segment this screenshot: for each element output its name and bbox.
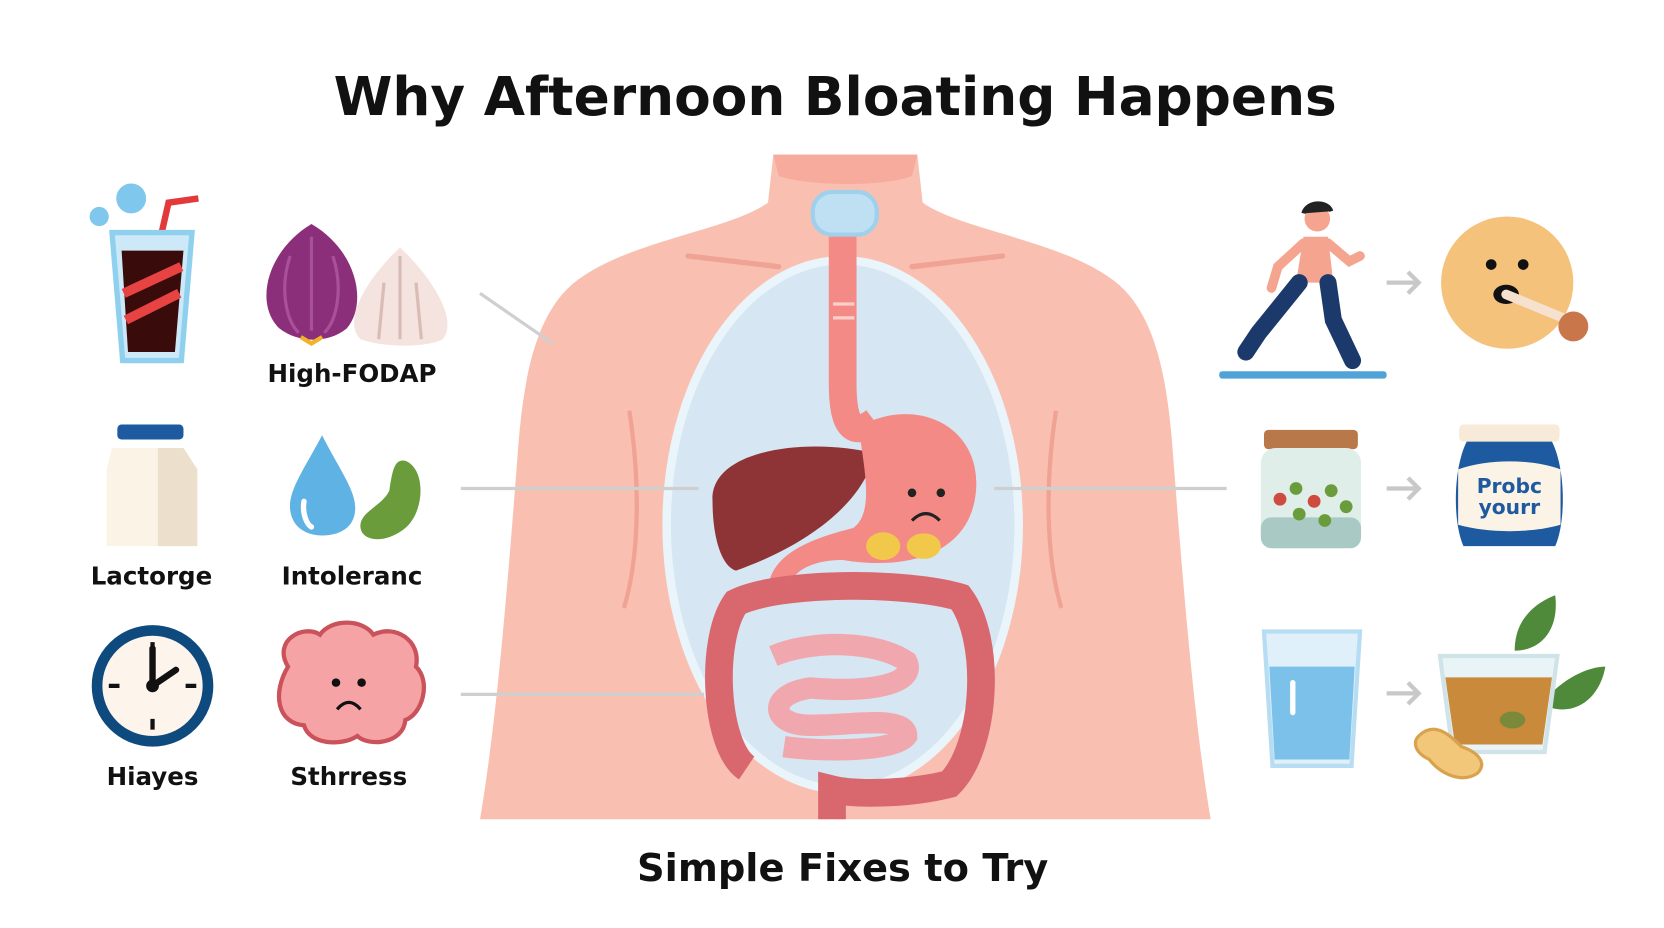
onion-garlic-icon: [266, 224, 448, 346]
liver: [712, 446, 875, 571]
ginger-tea-icon: [1413, 595, 1606, 780]
probiotic-yogurt-icon: Probc yourr: [1455, 424, 1563, 547]
throat-ring: [810, 189, 879, 237]
title: Why Afternoon Bloating Happens: [334, 65, 1337, 128]
walking-person-icon: [1219, 201, 1387, 379]
torso-illustration: [480, 154, 1211, 820]
yogurt-label-line1: Probc: [1477, 474, 1542, 498]
cause-label-lactorge: Lactorge: [91, 562, 213, 591]
milk-carton-icon: [106, 424, 198, 547]
yogurt-label-line2: yourr: [1479, 495, 1541, 519]
arrow-icon: [1386, 270, 1422, 295]
cause-label-intoleranc: Intoleranc: [282, 562, 423, 591]
drop-bean-icon: [289, 435, 421, 540]
large-intestine: [705, 572, 995, 820]
arrow-icon: [1386, 476, 1422, 501]
cause-label-high-fodap: High-FODAP: [268, 359, 437, 388]
arrow-icon: [1386, 681, 1422, 706]
soda-cup-icon: [89, 183, 199, 364]
connector-lines: [460, 292, 1227, 696]
cause-label-sthrress: Sthrress: [290, 762, 407, 791]
footer-title: Simple Fixes to Try: [637, 846, 1048, 891]
pickle-jar-icon: [1260, 429, 1362, 549]
cause-label-hiayes: Hiayes: [107, 762, 199, 791]
sad-brain-icon: [276, 620, 427, 745]
small-intestine: [768, 634, 919, 761]
chewing-slowly-face-icon: [1441, 216, 1589, 349]
clock-icon: [91, 625, 214, 747]
water-glass-icon: [1261, 629, 1363, 768]
